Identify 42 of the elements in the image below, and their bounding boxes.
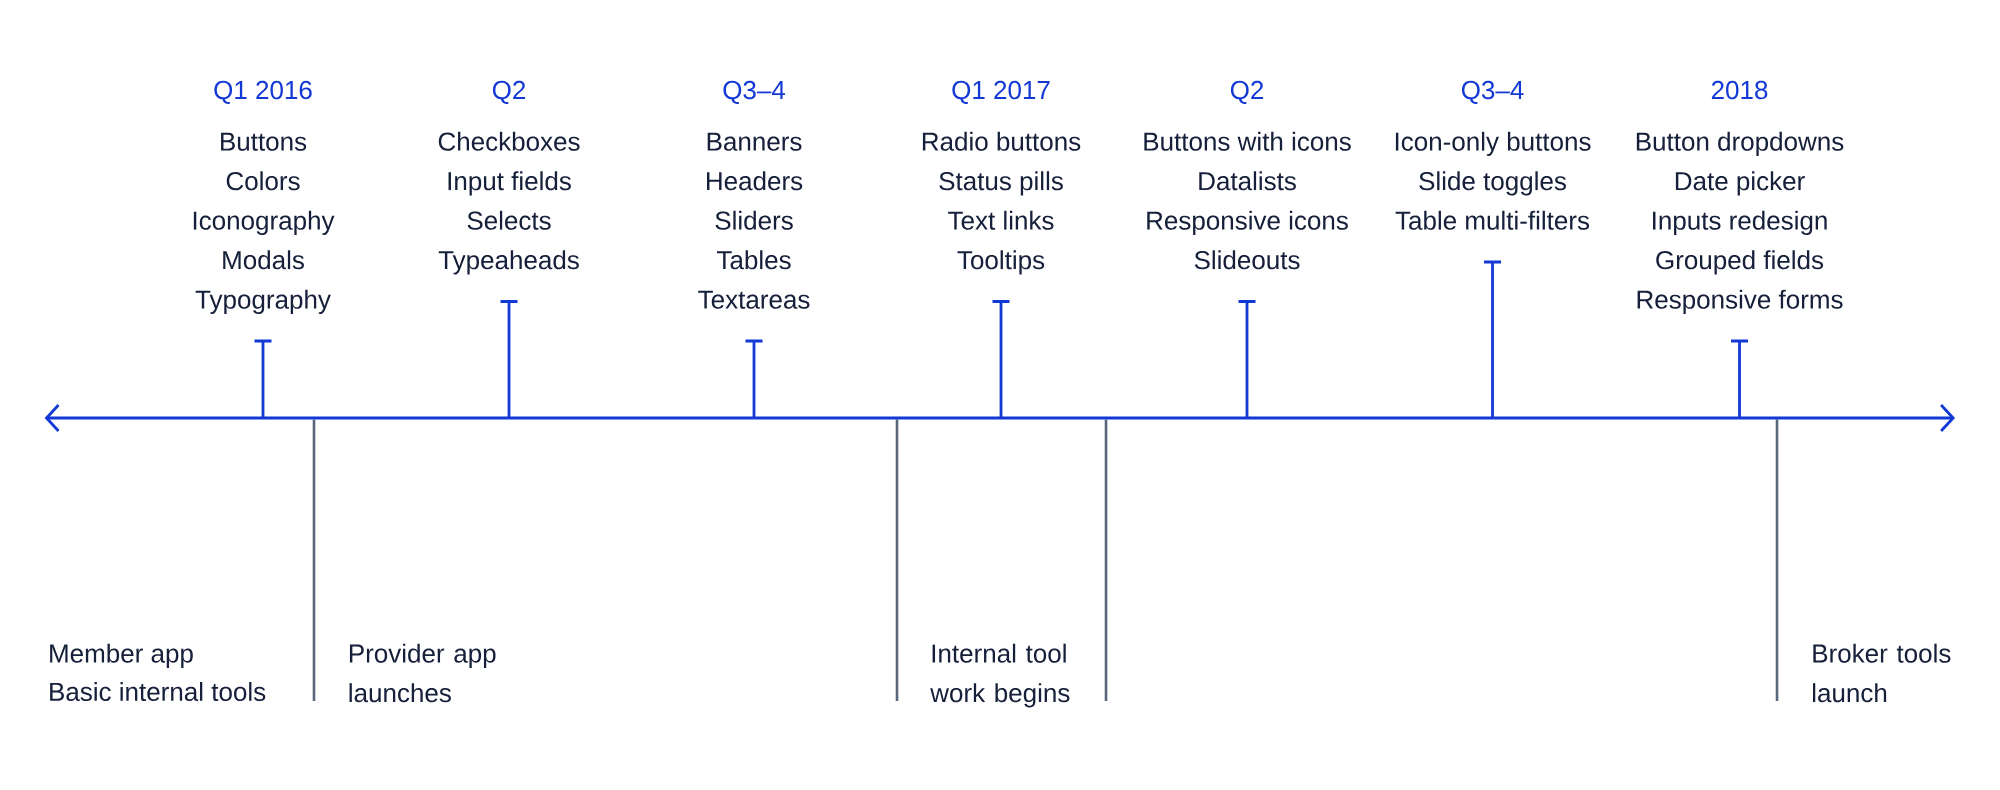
list-item: Slide toggles (1419, 171, 1566, 196)
milestone-text: Provider app launches (349, 643, 496, 703)
list-item: Iconography (193, 210, 335, 235)
list-item: Input fields (448, 171, 571, 196)
period-heading: Q2 (492, 80, 526, 104)
list-item: Grouped fields (1656, 250, 1824, 275)
list-item: Banners (707, 132, 802, 151)
list-item: Slideouts (1194, 250, 1300, 270)
list-item: Status pills (939, 171, 1063, 196)
list-item: Colors (226, 171, 300, 191)
list-item: Typography (195, 289, 331, 314)
period-heading: Q1 2017 (952, 80, 1050, 104)
period-heading: Q3–4 (723, 80, 786, 104)
list-item: Modals (223, 250, 304, 270)
list-item: Responsive forms (1637, 289, 1843, 314)
list-item: Inputs redesign (1653, 210, 1827, 235)
list-item: Selects (467, 210, 551, 230)
period-heading: Q2 (1230, 80, 1264, 104)
milestone-text: Broker tools launch (1813, 643, 1951, 703)
list-item: Tables (717, 250, 791, 270)
list-item: Tooltips (957, 250, 1045, 275)
list-item: Text links (948, 210, 1054, 230)
list-item: Buttons with icons (1144, 131, 1351, 151)
milestone-text: Internal tool work begins (930, 643, 1070, 708)
list-item: Icon-only buttons (1395, 131, 1591, 156)
list-item: Headers (707, 171, 803, 191)
list-item: Buttons (221, 132, 307, 151)
period-heading: 2018 (1711, 80, 1768, 100)
list-item: Responsive icons (1147, 210, 1348, 235)
list-item: Checkboxes (438, 131, 580, 151)
list-item: Datalists (1199, 171, 1296, 191)
period-heading: Q1 2016 (214, 80, 312, 104)
period-heading: Q3–4 (1461, 80, 1524, 104)
list-item: Button dropdowns (1636, 131, 1844, 156)
list-item: Date picker (1675, 171, 1805, 196)
list-item: Table multi-filters (1395, 210, 1590, 230)
milestone-text: Member app (50, 643, 193, 668)
list-item: Sliders (715, 210, 793, 230)
milestone-text: Basic internal tools (50, 681, 266, 702)
list-item: Textareas (698, 290, 810, 309)
list-item: Radio buttons (922, 131, 1081, 151)
list-item: Typeaheads (438, 250, 579, 275)
